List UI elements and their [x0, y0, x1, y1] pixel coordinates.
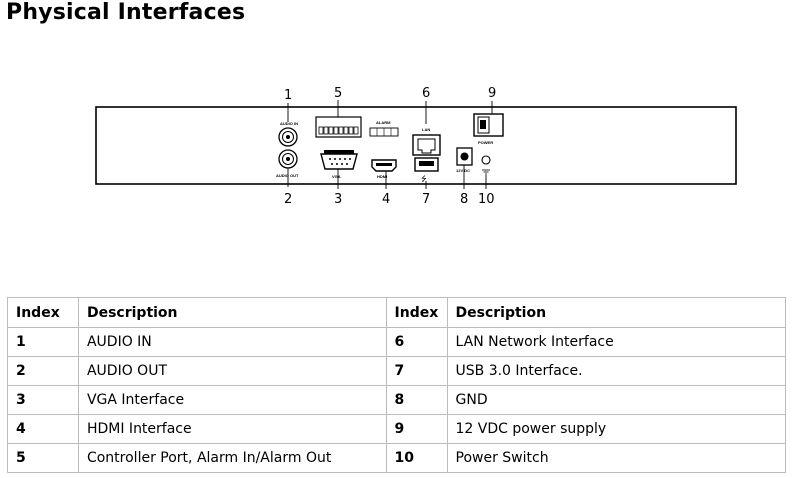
index-cell: 3: [7, 385, 79, 415]
alarm-terminal-block: [315, 116, 362, 138]
power-switch: POWER: [473, 113, 504, 145]
callout-4: 4: [382, 192, 390, 207]
description-cell: AUDIO OUT: [77, 356, 387, 386]
interfaces-table: Index Description Index Description 1 AU…: [7, 297, 786, 473]
table-row: 5 Controller Port, Alarm In/Alarm Out 10…: [7, 443, 786, 473]
description-cell: Power Switch: [446, 443, 786, 473]
gnd-terminal: [481, 155, 491, 175]
callout-lines: [287, 100, 493, 189]
callout-3: 3: [334, 192, 342, 207]
description-cell: Controller Port, Alarm In/Alarm Out: [77, 443, 387, 473]
index-cell: 8: [385, 385, 448, 415]
audio-out-label: AUDIO OUT: [276, 173, 299, 178]
description-cell: GND: [446, 385, 786, 415]
table-header-row: Index Description Index Description: [7, 297, 786, 328]
callout-1: 1: [284, 88, 292, 103]
audio-in-label: AUDIO IN: [280, 121, 298, 126]
vga-label: VGA: [332, 174, 341, 179]
alarm-label: ALARM: [376, 120, 391, 125]
header-index-left: Index: [7, 297, 79, 328]
usb-icon: ⭍: [421, 175, 427, 183]
audio-out-port: AUDIO OUT: [276, 149, 299, 178]
alarm-port: ALARM: [369, 120, 399, 137]
index-cell: 4: [7, 414, 79, 444]
callout-7: 7: [422, 192, 430, 207]
table-row: 1 AUDIO IN 6 LAN Network Interface: [7, 327, 786, 357]
header-description-right: Description: [446, 297, 786, 328]
table-row: 2 AUDIO OUT 7 USB 3.0 Interface.: [7, 356, 786, 386]
vga-port: VGA: [320, 150, 358, 179]
table-row: 3 VGA Interface 8 GND: [7, 385, 786, 415]
callout-6: 6: [422, 86, 430, 101]
audio-in-port: AUDIO IN: [278, 121, 298, 147]
callout-10: 10: [478, 192, 495, 207]
description-cell: AUDIO IN: [77, 327, 387, 357]
callout-8: 8: [460, 192, 468, 207]
description-cell: VGA Interface: [77, 385, 387, 415]
usb-port: ⭍: [414, 157, 439, 183]
index-cell: 7: [385, 356, 448, 386]
dc-label: 12V DC: [456, 168, 470, 173]
callout-9: 9: [488, 86, 496, 101]
lan-port: LAN: [412, 127, 441, 156]
header-description-left: Description: [77, 297, 387, 328]
page-title: Physical Interfaces: [6, 0, 246, 25]
description-cell: HDMI Interface: [77, 414, 387, 444]
index-cell: 5: [7, 443, 79, 473]
power-label: POWER: [478, 140, 493, 145]
callout-2: 2: [284, 192, 292, 207]
index-cell: 1: [7, 327, 79, 357]
description-cell: LAN Network Interface: [446, 327, 786, 357]
description-cell: 12 VDC power supply: [446, 414, 786, 444]
index-cell: 9: [385, 414, 448, 444]
rear-panel-diagram: AUDIO IN AUDIO OUT ALARM VGA: [95, 86, 737, 207]
index-cell: 2: [7, 356, 79, 386]
dc-power-port: 12V DC: [456, 147, 473, 173]
index-cell: 10: [385, 443, 448, 473]
hdmi-port: HDMI: [371, 159, 397, 179]
callout-5: 5: [334, 86, 342, 101]
description-cell: USB 3.0 Interface.: [446, 356, 786, 386]
hdmi-label: HDMI: [377, 174, 387, 179]
lan-label: LAN: [422, 127, 430, 132]
header-index-right: Index: [385, 297, 448, 328]
index-cell: 6: [385, 327, 448, 357]
table-row: 4 HDMI Interface 9 12 VDC power supply: [7, 414, 786, 444]
